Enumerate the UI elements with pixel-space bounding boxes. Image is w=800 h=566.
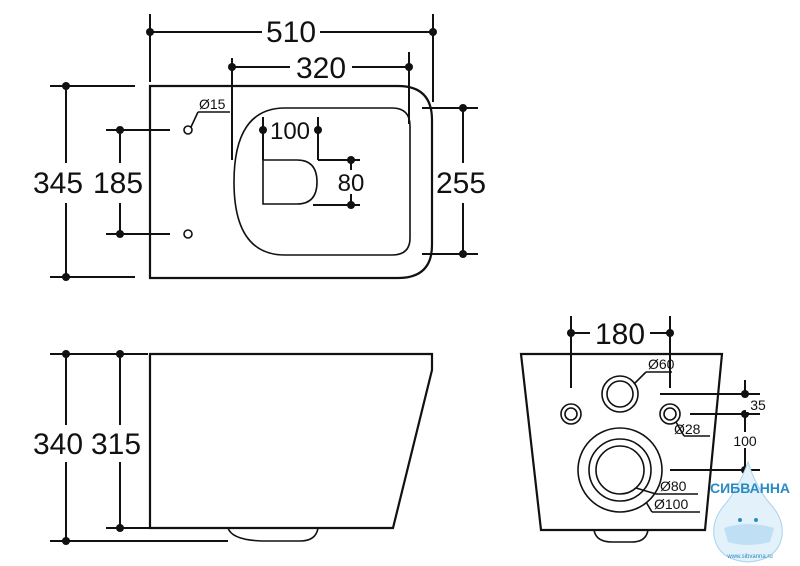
dim-320-tick [228,63,236,71]
dim-315-tick [116,350,124,358]
dim-510-tick [429,28,437,36]
side-view-foot [227,527,319,542]
bolt-hole-left [560,403,582,425]
hole-leader [190,111,199,128]
outlet-inner-label: Ø80 [660,478,687,494]
dim-340-label: 340 [33,428,83,461]
bolt-hole-right-inner [663,407,677,421]
top-view-outline [148,84,434,280]
mounting-hole-upper [183,125,193,135]
bathtub-icon [724,524,774,545]
back-view-foot [593,529,649,543]
top-view: Ø15 510 320 345 185 [33,14,486,281]
dim-345-tick [62,82,70,90]
dim-255-tick [459,104,467,112]
drop-icon [713,460,783,563]
dim-340-tick [62,350,70,358]
outlet-outer [577,427,663,513]
dim-255-label: 255 [436,167,486,200]
brand-url: www.sibvanna.ru [726,554,772,560]
dim-185-tick [116,230,124,238]
dim-35-tick [741,390,749,398]
dim-340-tick [62,537,70,545]
water-inlet [601,375,639,413]
side-view-outline [148,352,434,530]
dim-100-back-label-bg [730,432,760,448]
back-view-outline [519,352,724,532]
dim-100-back-label: 100 [733,433,757,449]
hole-diameter-label: Ø15 [199,96,226,112]
dim-180-label: 180 [595,318,645,351]
side-view: 340 315 [33,350,434,545]
dim-345-tick [62,273,70,281]
outlet-outer-label: Ø100 [654,496,688,512]
bolt-hole-left-inner [564,407,578,421]
dim-180-tick [666,329,674,337]
dim-100-tick [314,126,322,134]
dim-185-tick [116,126,124,134]
dim-35-label-bg [746,398,768,412]
logo-eye-icon [738,518,742,522]
bolt-hole-right [659,403,681,425]
dim-100-tick [259,126,267,134]
dim-80-label: 80 [338,170,365,197]
bolt-diameter-label: Ø28 [674,421,701,437]
outlet-inner [595,445,645,495]
dim-180-tick [567,329,575,337]
brand-logo: СИБВАННА www.sibvanna.ru [710,460,790,563]
logo-eye-icon [754,518,758,522]
dim-100-label: 100 [270,118,310,145]
inlet-leader [633,371,647,385]
dim-510-label: 510 [266,16,316,49]
back-view: 180 Ø60 Ø28 35 100 Ø80 Ø100 [519,316,768,543]
inlet-diameter-label: Ø60 [648,356,675,372]
brand-name: СИБВАННА [710,480,790,496]
bolt-leader [675,421,685,437]
dim-320-label: 320 [296,52,346,85]
mounting-hole-lower [183,229,193,239]
dim-185-label: 185 [93,167,143,200]
dim-255-tick [459,250,467,258]
top-view-outlet [262,159,318,205]
dim-80-label-bg [334,170,368,194]
water-inlet-inner [606,380,634,408]
dim-510-tick [146,28,154,36]
outlet-middle [588,438,652,502]
dim-345-label: 345 [33,167,83,200]
dim-80-tick [347,201,355,209]
dim-80-tick [347,156,355,164]
dim-315-label: 315 [91,428,141,461]
outlet-inner-leader [635,487,657,495]
dim-35-label: 35 [750,397,766,413]
dim-315-tick [116,524,124,532]
outlet-outer-leader [645,501,653,513]
dim-320-tick [405,63,413,71]
